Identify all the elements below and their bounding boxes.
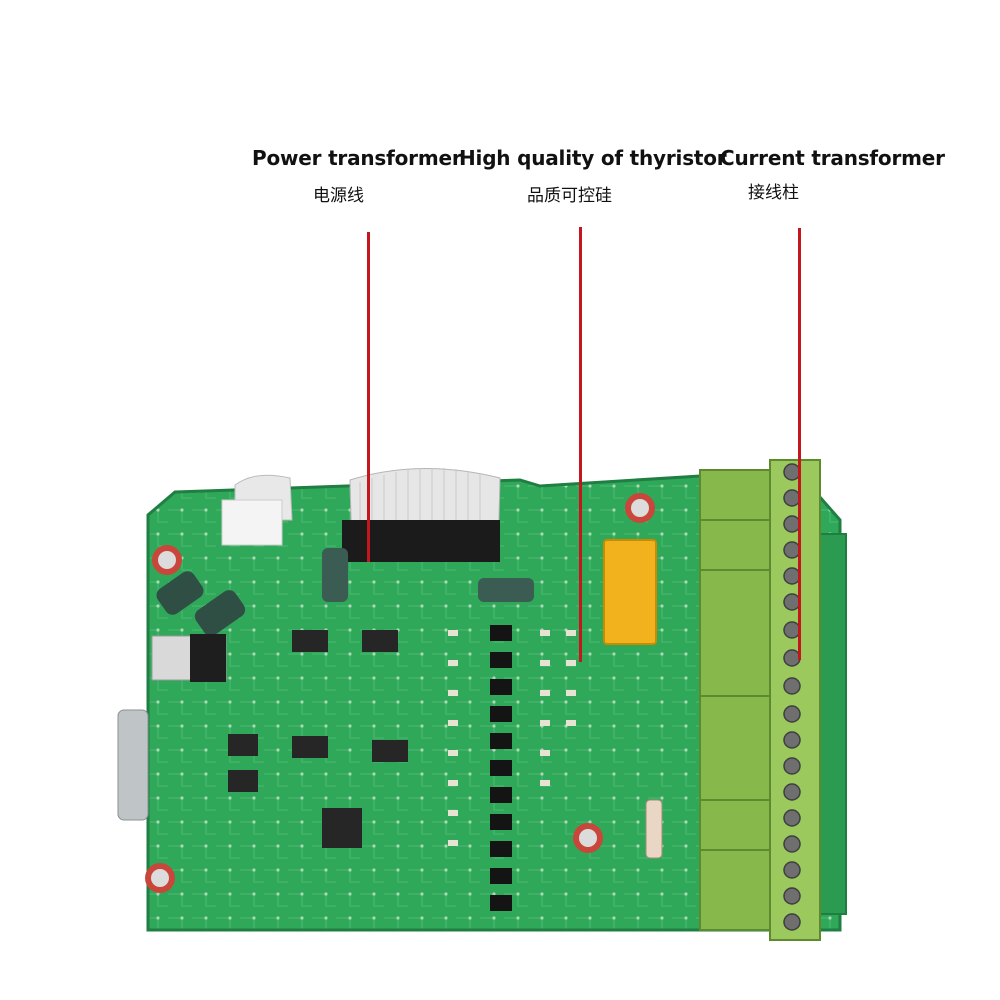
callout-thyristor-label: High quality of thyristor: [459, 146, 727, 170]
leader-line-current-transformer: [798, 228, 801, 660]
callout-power-transformer-label: Power transformer: [252, 146, 462, 170]
integrated-circuits: [228, 630, 408, 848]
callout-thyristor-label-zh: 品质可控硅: [527, 186, 612, 206]
terminal-blocks: [699, 459, 821, 941]
callout-current-transformer-label-zh: 接线柱: [748, 183, 799, 203]
power-resistor: [645, 799, 663, 859]
leader-line-thyristor: [579, 227, 582, 662]
db-connector: [117, 709, 149, 821]
callout-power-transformer-label-zh: 电源线: [313, 186, 364, 206]
electrolytic-capacitors: [156, 548, 534, 636]
relay: [603, 539, 657, 645]
ribbon-header: [342, 520, 500, 562]
ribbon-connector-small: [221, 499, 283, 546]
smd-components: [448, 630, 576, 846]
callout-current-transformer-label: Current transformer: [720, 146, 945, 170]
mounting-screws: [145, 493, 655, 893]
thyristor-array: [490, 625, 512, 911]
leader-line-power-transformer: [367, 232, 370, 562]
